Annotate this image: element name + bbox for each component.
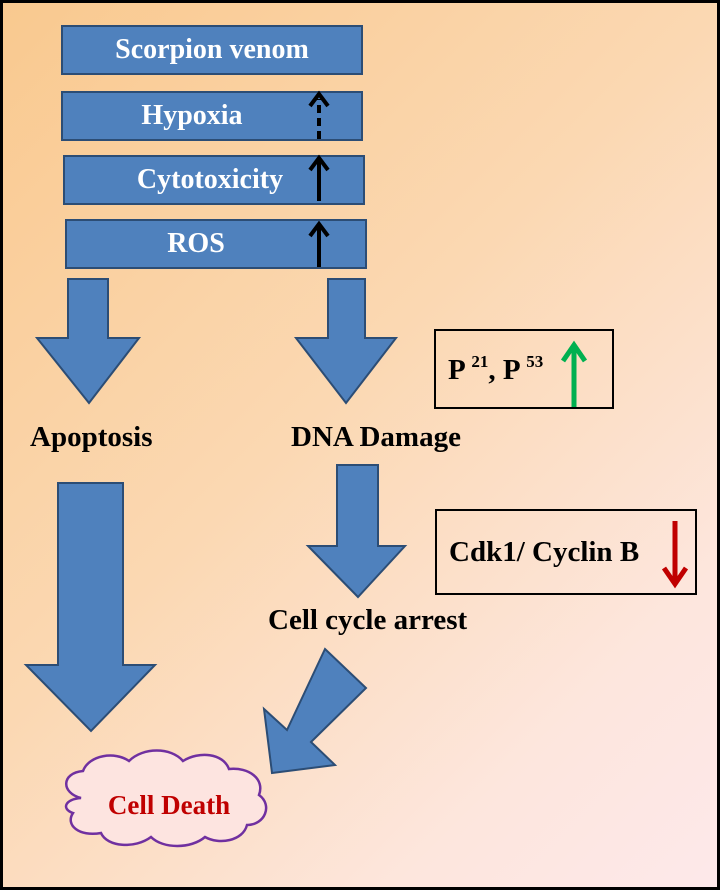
cytotoxicity-label: Cytotoxicity (136, 164, 284, 195)
ros-up-arrow-icon (308, 220, 330, 267)
cell-death-label: Cell Death (108, 790, 230, 820)
diagram-graphics: Cell Death (23, 90, 689, 848)
p-markers-up-arrow-icon (560, 340, 588, 407)
arrow-cell-cycle-to-cell-death (262, 647, 368, 775)
arrow-apoptosis-to-cell-death (23, 482, 158, 733)
p21-p53-text: P 21, P 53 (448, 351, 544, 386)
cell-death-cloud-shape (64, 749, 268, 848)
hypoxia-box: Hypoxia (61, 91, 363, 141)
p21-p53-marker-box: P 21, P 53 (434, 329, 614, 409)
arrow-to-apoptosis (34, 278, 142, 405)
cell-cycle-arrest-label: Cell cycle arrest (268, 604, 468, 636)
scorpion-venom-box: Scorpion venom (61, 25, 363, 75)
apoptosis-label: Apoptosis (30, 421, 153, 453)
ros-label: ROS (167, 228, 225, 259)
cdk1-cyclin-b-text: Cdk1/ Cyclin B (449, 535, 640, 568)
arrow-to-dna-damage (293, 278, 399, 405)
dna-damage-label: DNA Damage (291, 421, 461, 453)
cytotoxicity-up-arrow-icon (308, 154, 330, 201)
cdk1-cyclin-b-marker-box: Cdk1/ Cyclin B (435, 509, 697, 595)
cdk-down-arrow-icon (661, 521, 689, 589)
scorpion-venom-label: Scorpion venom (115, 34, 309, 65)
hypoxia-label: Hypoxia (141, 100, 243, 131)
hypoxia-up-arrow-icon (308, 90, 330, 139)
arrow-to-cell-cycle-arrest (305, 464, 408, 599)
